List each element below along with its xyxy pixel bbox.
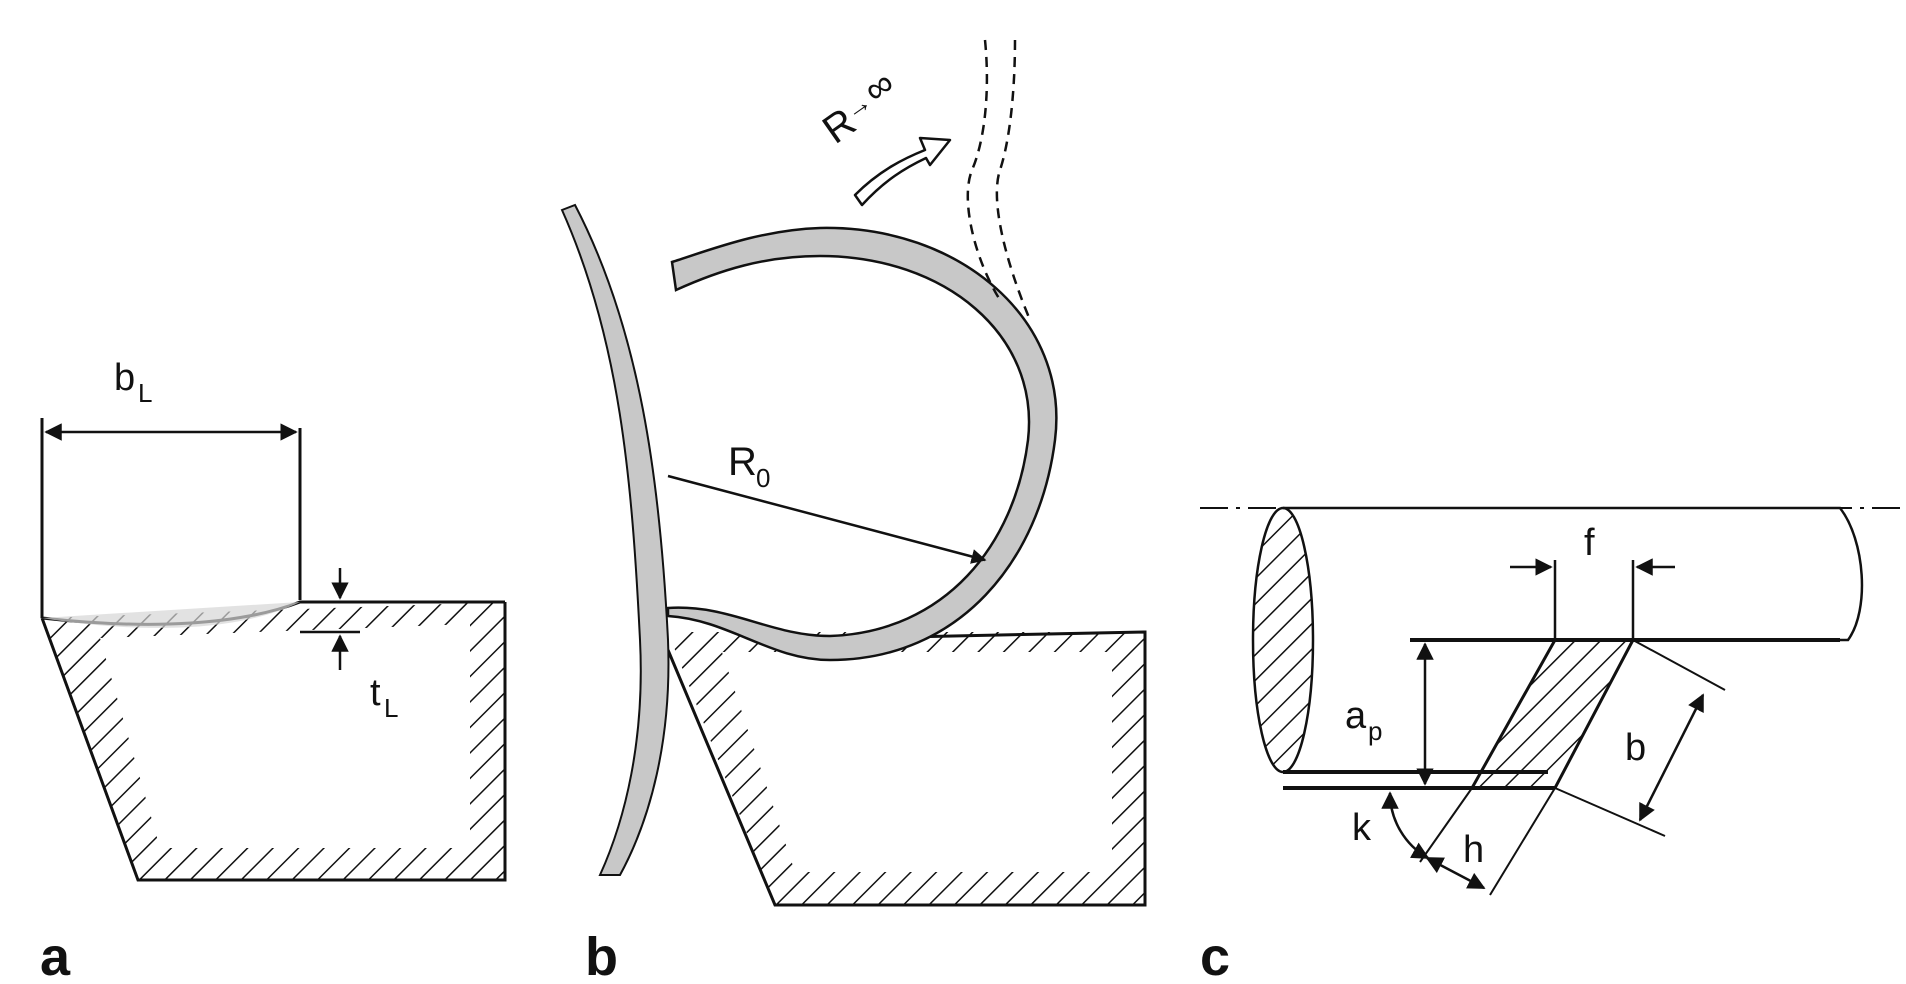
panel-b: R 0 R → ∞ b <box>560 39 1147 984</box>
width-label-c: b <box>1625 727 1646 769</box>
width-sub-a: L <box>138 378 152 408</box>
width-dimension-a: b L <box>40 357 302 618</box>
thickness-label-a: t <box>370 672 381 714</box>
radius-arrow <box>667 474 987 564</box>
feed-label: f <box>1584 522 1595 564</box>
limit-arrow-icon <box>853 136 952 207</box>
workpiece-cylinder <box>1283 506 1864 642</box>
depth-sub: p <box>1368 716 1382 746</box>
thickness-dimension-a: t L <box>300 568 398 723</box>
workpiece-end-face <box>1251 506 1315 774</box>
panel-letter-c: c <box>1200 927 1230 984</box>
panel-letter-b: b <box>585 927 618 984</box>
width-label-a: b <box>114 357 135 399</box>
chip-cross-section <box>1469 638 1636 790</box>
thickness-label-c: h <box>1463 829 1484 871</box>
panel-a: b L t L a <box>40 357 507 984</box>
thickness-sub-a: L <box>384 693 398 723</box>
panel-letter-a: a <box>40 927 71 984</box>
workpiece-b <box>666 630 1147 907</box>
straightened-chip-outline <box>966 39 1032 321</box>
radius-label: R <box>728 440 757 484</box>
tool-rake-face <box>560 203 670 876</box>
depth-label: a <box>1345 695 1367 737</box>
workpiece-a <box>40 600 507 882</box>
panel-c: f a p b h k c <box>1200 506 1900 984</box>
angle-label: k <box>1352 807 1372 849</box>
curled-chip <box>666 226 1058 662</box>
radius-sub: 0 <box>756 463 770 493</box>
